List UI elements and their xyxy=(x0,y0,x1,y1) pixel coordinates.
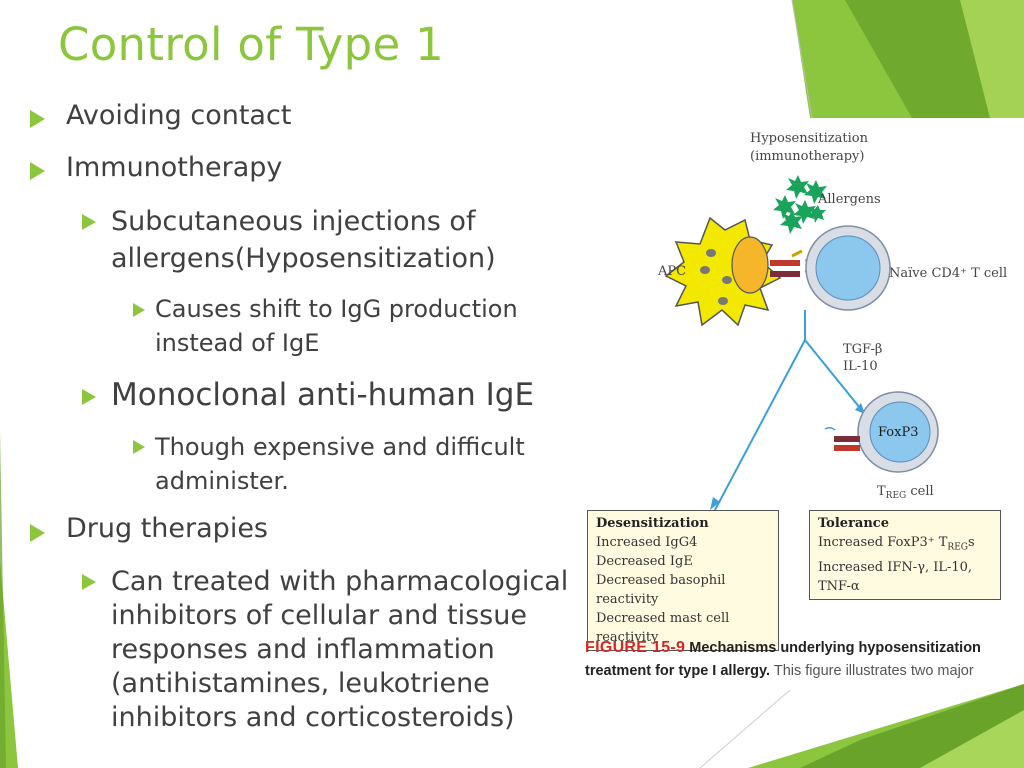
bullet-pharm-line5: inhibitors and corticosteroids) xyxy=(111,702,515,733)
bullet-subcutaneous-line1: Subcutaneous injections of xyxy=(111,206,476,237)
bullet-pharm-line1: Can treated with pharmacological xyxy=(111,566,569,597)
bullet-arrow-icon xyxy=(30,110,45,128)
bullet-pharm-line2: inhibitors of cellular and tissue xyxy=(111,600,527,631)
bullet-arrow-icon xyxy=(133,303,145,317)
differentiation-arrows xyxy=(714,310,861,510)
bullet-arrow-icon xyxy=(82,574,96,590)
desensitization-item: Decreased mast cell reactivity xyxy=(596,611,730,645)
hyposensitization-diagram: Hyposensitization (immunotherapy) Allerg… xyxy=(657,131,1007,510)
desensitization-heading: Desensitization xyxy=(596,516,709,531)
figure-caption-bold: Mechanisms underlying hyposensitization … xyxy=(585,640,981,679)
apc-cell xyxy=(664,216,782,327)
bullet-pharm-line3: responses and inflammation xyxy=(111,634,495,665)
desensitization-box: Desensitization Increased IgG4 Decreased… xyxy=(587,510,779,651)
bullet-pharm-line4: (antihistamines, leukotriene xyxy=(111,668,490,699)
naive-t-cell xyxy=(805,225,891,311)
figure-treg-label: TREG cell xyxy=(877,484,934,501)
tolerance-box: Tolerance Increased FoxP3⁺ TREGs Increas… xyxy=(809,510,1001,600)
bullet-arrow-icon xyxy=(30,162,45,180)
arrow-head-icon xyxy=(710,497,720,510)
bullet-arrow-icon xyxy=(133,440,145,454)
figure-tgf-label: TGF-β xyxy=(843,342,882,357)
bullet-expensive-line2: administer. xyxy=(155,467,289,495)
bullet-arrow-icon xyxy=(82,389,96,405)
arrow-head-icon xyxy=(855,403,865,414)
figure-caption: FIGURE 15-9 Mechanisms underlying hypose… xyxy=(585,636,1015,683)
slide-title: Control of Type 1 xyxy=(58,18,445,71)
tolerance-item: Increased IFN-γ, IL-10, TNF-α xyxy=(818,559,973,594)
bullet-drug-therapies: Drug therapies xyxy=(66,513,268,544)
figure-allergens-label: Allergens xyxy=(817,192,881,207)
desensitization-item: Decreased basophil reactivity xyxy=(596,573,726,607)
bullet-expensive-line1: Though expensive and difficult xyxy=(155,433,525,461)
figure-hypo-subtitle: (immunotherapy) xyxy=(750,149,864,164)
desensitization-item: Decreased IgE xyxy=(596,554,693,569)
allergen-icon xyxy=(773,175,827,234)
figure-apc-label: APC xyxy=(657,264,686,279)
figure-il10-label: IL-10 xyxy=(843,359,878,374)
figure-caption-rest: This figure illustrates two major xyxy=(773,663,974,679)
bullet-arrow-icon xyxy=(30,524,45,542)
tolerance-item: Increased FoxP3⁺ TREGs xyxy=(818,535,975,553)
bullet-immunotherapy: Immunotherapy xyxy=(66,152,283,183)
bullet-monoclonal: Monoclonal anti-human IgE xyxy=(111,377,535,413)
bullet-arrow-icon xyxy=(82,214,96,230)
figure-foxp3-label: FoxP3 xyxy=(878,425,919,440)
tolerance-heading: Tolerance xyxy=(818,516,889,531)
treg-cell xyxy=(824,391,939,473)
bullet-avoiding-contact: Avoiding contact xyxy=(66,100,292,131)
figure-number: FIGURE 15-9 xyxy=(585,639,686,656)
bullet-igg-shift-line2: instead of IgE xyxy=(155,329,320,357)
bullet-subcutaneous-line2: allergens(Hyposensitization) xyxy=(111,243,496,274)
bullet-igg-shift-line1: Causes shift to IgG production xyxy=(155,295,518,323)
desensitization-item: Increased IgG4 xyxy=(596,535,698,550)
figure-hypo-title: Hyposensitization xyxy=(750,131,869,146)
figure-naive-label: Naïve CD4⁺ T cell xyxy=(889,266,1007,281)
